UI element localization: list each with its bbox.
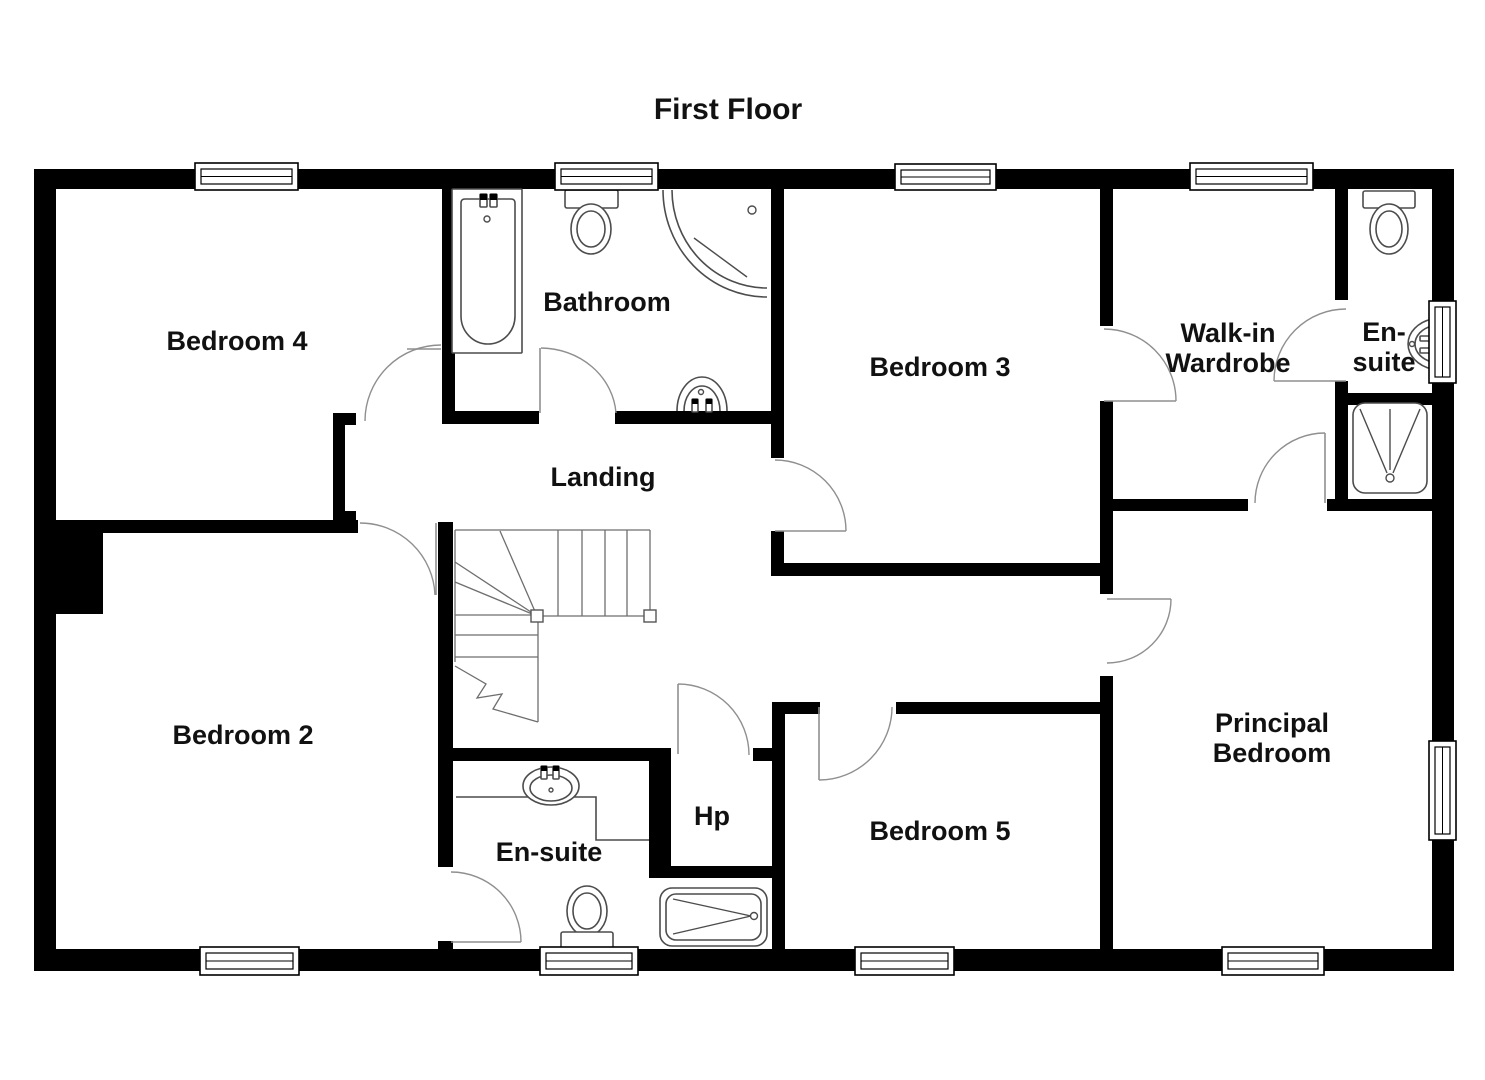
room-label-line: Bedroom 3 [869,351,1011,382]
room-label-line: Bedroom 5 [869,815,1011,846]
room-label-line: Bathroom [543,286,671,317]
door-wardrobe-from-principal-swing-arc [1254,432,1326,504]
wall [1335,189,1348,300]
wall [442,748,671,761]
room-label-bedroom-3: Bedroom 3 [869,352,1010,382]
basin-icon [1408,340,1416,348]
wall [1100,401,1113,594]
wall [1432,169,1454,971]
room-label-line: Bedroom 4 [166,325,308,356]
room-label-line: Landing [550,461,656,492]
room-label-bathroom: Bathroom [543,287,671,317]
bathtub-shower-icon [665,893,762,941]
stairs [454,561,538,617]
wall [896,702,1113,714]
wall [1100,676,1113,971]
room-label-line: En-suite [495,836,603,867]
sink-icon [548,787,554,793]
door-hp-swing-arc [677,683,750,756]
door-bedroom-3-swing-arc [774,459,847,532]
door-bed2-ensuite-swing-arc [450,871,522,943]
wall [34,949,1454,971]
wall [438,522,453,867]
bathtub-icon [483,215,491,223]
room-label-line: Wardrobe [1165,348,1291,378]
shower-tray-icon [1385,473,1395,483]
room-label-line: En- [1362,316,1406,347]
room-label-line: Principal [1214,707,1330,738]
wall [772,702,785,949]
door-bedroom-4-swing-arc [364,344,442,422]
bathtub-icon [460,198,516,345]
stair-post [643,609,657,623]
counter-icon [456,796,649,841]
basin-icon [697,388,705,396]
wall [649,748,671,878]
room-label-bedroom-2: Bedroom 2 [172,720,313,750]
bathtub-shower-icon [672,915,752,935]
wall [34,169,56,971]
bathtub-icon [490,194,497,200]
room-label-hp: Hp [694,801,730,831]
room-label-en-suite-bottom: En-suite [496,837,603,867]
room-label-landing: Landing [551,462,656,492]
wall [1100,499,1248,511]
door-principal-bedroom-swing-arc [1106,598,1172,664]
room-label-bedroom-5: Bedroom 5 [869,816,1010,846]
shower-tray-icon [1359,408,1388,474]
room-label-bedroom-4: Bedroom 4 [166,326,307,356]
sink-icon [553,766,559,771]
toilet-icon [576,210,606,248]
wall [753,748,772,761]
wall [333,413,345,523]
wall [771,563,1113,576]
bathtub-icon [480,194,487,200]
stairs [454,581,538,617]
door-bathroom-swing-arc [540,347,617,414]
stair-post [530,609,544,623]
wall [34,520,358,533]
bathtub-shower-icon [749,911,759,921]
room-label-line: Hp [694,800,730,831]
wall [771,189,784,458]
corner-shower-icon [747,205,757,215]
room-label-line: Bedroom 2 [172,719,314,750]
wall [1327,499,1432,511]
wall [1335,381,1348,511]
room-label-line: Bedroom [1212,738,1332,768]
sink-icon [541,766,547,771]
wall [1100,189,1113,326]
toilet-icon [572,892,602,930]
wall [442,411,539,424]
stairs [499,530,538,617]
corner-shower-icon [671,189,768,289]
door-bedroom-5-swing-arc [818,706,893,781]
wall [1348,393,1432,405]
wall [55,520,103,614]
shower-tray-icon [1392,408,1421,474]
room-label-line: Walk-in [1180,317,1276,348]
stairs-break-line [454,665,539,723]
wall [34,169,1454,189]
room-label-en-suite-top: En-suite [1352,317,1415,377]
door-wardrobe-from-bed3-swing-arc [1103,328,1177,402]
plan-title: First Floor [653,93,803,126]
wall [438,941,453,971]
wall [615,411,784,424]
corner-shower-icon [693,237,748,278]
basin-icon [692,399,698,404]
door-ensuite-top-swing-arc [1273,308,1347,382]
bathtub-shower-icon [672,898,752,917]
wall [333,413,356,425]
room-label-line: suite [1352,347,1416,377]
door-bedroom-2-swing-arc [359,522,436,596]
toilet-icon [1375,210,1403,248]
basin-icon [706,399,712,404]
wall [333,511,356,523]
wall [649,866,772,878]
